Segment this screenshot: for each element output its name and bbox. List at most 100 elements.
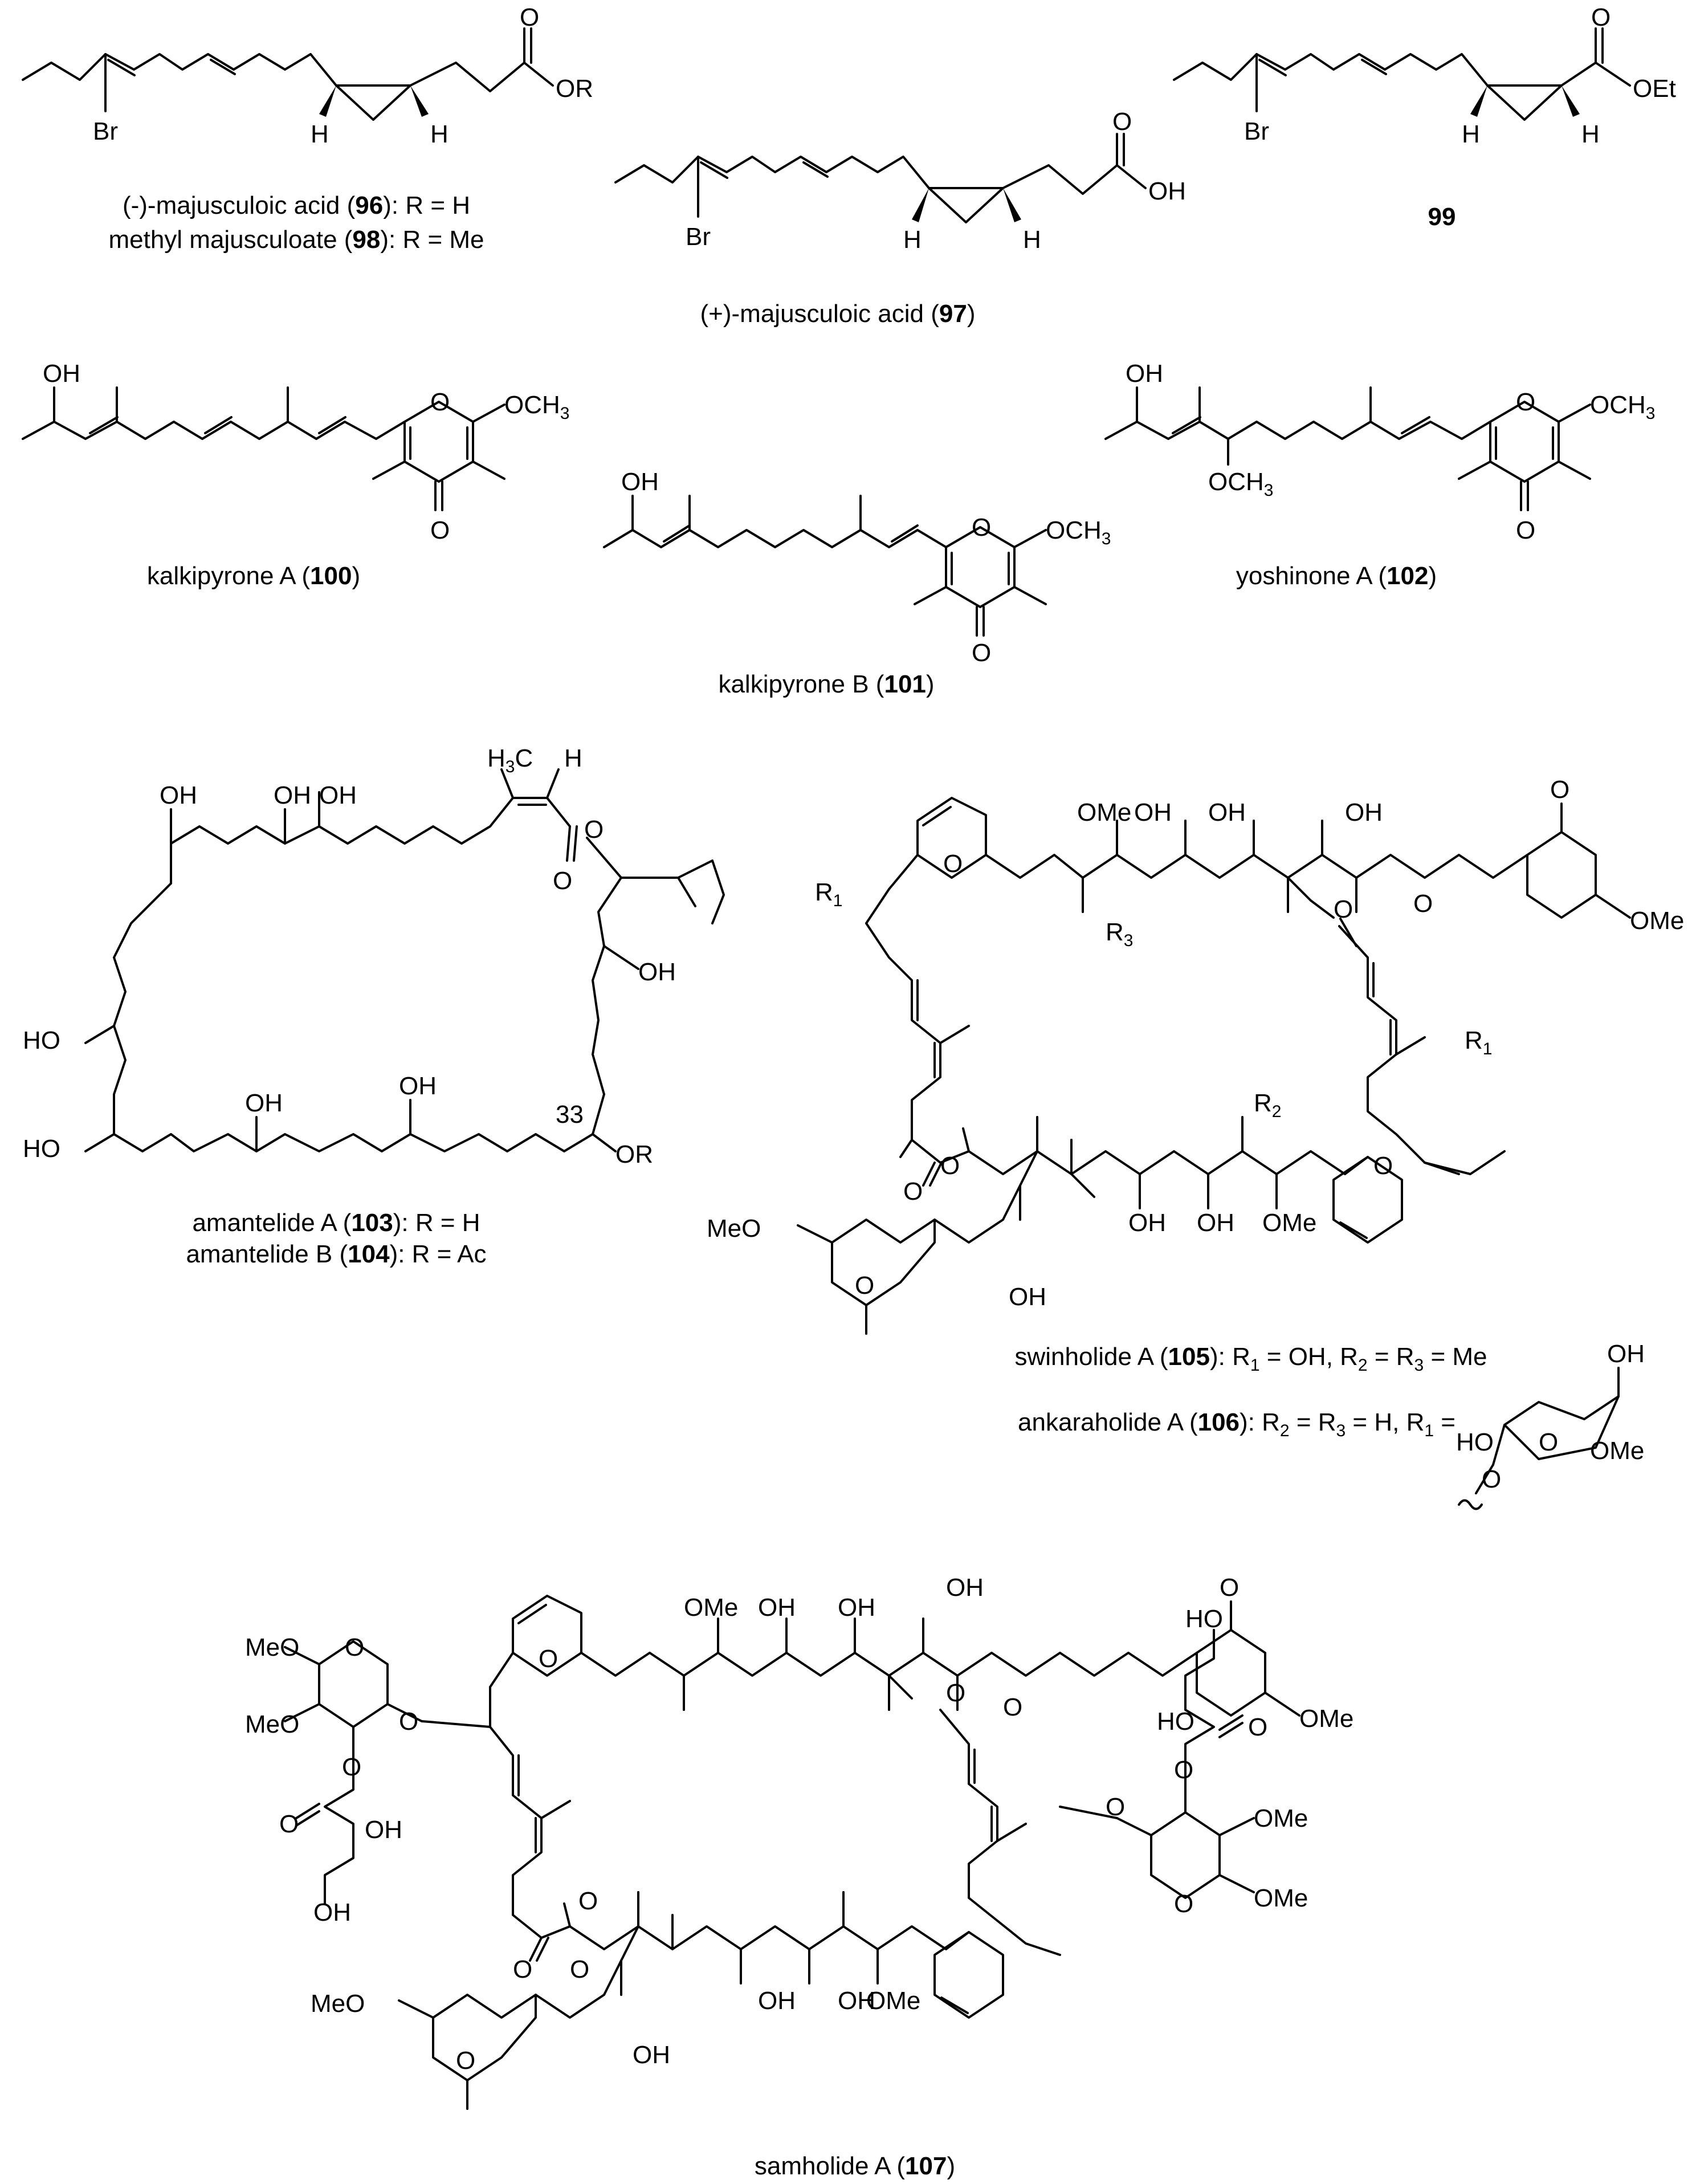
atom-r1: R1 xyxy=(1465,1026,1492,1058)
caption-106: ankaraholide A (106): R2 = R3 = H, R1 = xyxy=(1018,1408,1456,1440)
atom-oh: OH xyxy=(633,2041,670,2069)
atom-o: O xyxy=(553,867,572,895)
atom-oh: OH xyxy=(160,781,197,809)
caption-104: amantelide B (104): R = Ac xyxy=(186,1240,486,1268)
atom-o: O xyxy=(1334,895,1353,923)
structure-96-98 xyxy=(22,27,554,121)
sugar-106 xyxy=(1458,1367,1620,1510)
atom-o: O xyxy=(1220,1574,1239,1602)
atom-och3: OCH3 xyxy=(1590,391,1655,423)
caption-105: swinholide A (105): R1 = OH, R2 = R3 = M… xyxy=(1014,1343,1487,1375)
atom-ome: OMe xyxy=(1254,1804,1308,1832)
atom-meo: MeO xyxy=(311,1990,365,2018)
atom-o: O xyxy=(972,639,991,667)
atom-o: O xyxy=(578,1887,598,1915)
atom-br: Br xyxy=(1244,117,1269,145)
caption-102: yoshinone A (102) xyxy=(1236,562,1437,590)
atom-h: H xyxy=(1023,226,1041,254)
atom-o: O xyxy=(513,1955,532,1983)
structure-105-106 xyxy=(797,797,1631,1335)
atom-o: O xyxy=(903,1177,923,1205)
atom-h: H xyxy=(430,120,449,148)
atom-o: O xyxy=(570,1955,589,1983)
structure-99 xyxy=(1173,27,1631,121)
atom-ome: OMe xyxy=(1630,907,1684,935)
caption-97: (+)-majusculoic acid (97) xyxy=(700,300,976,328)
atom-oh: OH xyxy=(621,468,659,496)
atom-oh: OH xyxy=(1009,1283,1046,1311)
atom-ho: HO xyxy=(1456,1428,1494,1456)
atom-o: O xyxy=(456,2047,475,2075)
atom-h: H xyxy=(564,744,582,772)
atom-o: O xyxy=(1516,516,1535,544)
atom-oet: OEt xyxy=(1633,75,1676,103)
atom-meo: MeO xyxy=(245,1710,299,1738)
atom-oh: OH xyxy=(245,1089,283,1117)
caption-96: (-)-majusculoic acid (96): R = H xyxy=(123,191,470,219)
atom-ho: HO xyxy=(23,1026,60,1054)
atom-o: O xyxy=(539,1645,558,1673)
atom-o: O xyxy=(1482,1465,1501,1493)
atom-r3: R3 xyxy=(1106,918,1133,950)
atom-o: O xyxy=(1174,1890,1193,1918)
atom-o: O xyxy=(279,1810,299,1838)
structure-97 xyxy=(614,133,1147,223)
atom-r2: R2 xyxy=(1254,1089,1281,1121)
structure-100 xyxy=(22,386,505,511)
atom-oh: OH xyxy=(1126,360,1163,388)
caption-99: 99 xyxy=(1428,203,1456,231)
caption-101: kalkipyrone B (101) xyxy=(718,670,934,698)
atom-oh: OH xyxy=(365,1816,402,1844)
atom-ho: HO xyxy=(1157,1708,1194,1735)
atom-ome: OMe xyxy=(684,1594,738,1621)
label-c33: 33 xyxy=(556,1101,584,1128)
atom-o: O xyxy=(1112,108,1132,136)
atom-o: O xyxy=(345,1633,364,1661)
atom-o: O xyxy=(584,816,604,844)
atom-o: O xyxy=(520,3,539,31)
atom-och3: OCH3 xyxy=(1046,516,1111,548)
atom-oh: OH xyxy=(43,360,80,388)
atom-oh: OH xyxy=(1607,1340,1645,1368)
atom-o: O xyxy=(1539,1428,1558,1456)
atom-o: O xyxy=(1413,890,1433,918)
caption-100: kalkipyrone A (100) xyxy=(147,562,360,590)
atom-o: O xyxy=(1550,776,1569,804)
atom-o: O xyxy=(1106,1793,1125,1821)
atom-oh: OH xyxy=(313,1898,351,1926)
atom-oh: OH xyxy=(638,958,676,986)
atom-oh: OH xyxy=(1208,798,1246,826)
atom-o: O xyxy=(1591,3,1611,31)
structure-102 xyxy=(1104,386,1591,511)
structure-101 xyxy=(603,495,1047,637)
atom-oh: OH xyxy=(1197,1209,1234,1237)
atom-ome: OMe xyxy=(866,1987,920,2015)
atom-oh: OH xyxy=(274,781,311,809)
atom-oh: OH xyxy=(1128,1209,1166,1237)
atom-h: H xyxy=(311,120,329,148)
atom-or: OR xyxy=(615,1140,653,1168)
atom-o: O xyxy=(1248,1713,1267,1741)
atom-oh: OH xyxy=(758,1594,796,1621)
atom-ome: OMe xyxy=(1262,1209,1316,1237)
atom-o: O xyxy=(972,514,991,541)
atom-o: O xyxy=(1174,1756,1193,1784)
atom-o: O xyxy=(399,1708,418,1735)
atom-meo: MeO xyxy=(707,1215,761,1242)
atom-o: O xyxy=(430,516,450,544)
atom-h: H xyxy=(1462,120,1480,148)
atom-o: O xyxy=(1003,1693,1022,1721)
atom-oh: OH xyxy=(1345,798,1383,826)
atom-h: H xyxy=(1581,120,1600,148)
atom-ome: OMe xyxy=(1077,798,1131,826)
caption-107: samholide A (107) xyxy=(755,2152,955,2180)
atom-meo: MeO xyxy=(245,1633,299,1661)
atom-oh: OH xyxy=(399,1072,437,1100)
atom-o: O xyxy=(946,1679,965,1707)
atom-oh: OH xyxy=(319,781,357,809)
atom-och3: OCH3 xyxy=(504,391,569,423)
atom-h3c: H3C xyxy=(487,744,533,776)
atom-oh: OH xyxy=(838,1594,875,1621)
atom-och3: OCH3 xyxy=(1208,468,1273,500)
